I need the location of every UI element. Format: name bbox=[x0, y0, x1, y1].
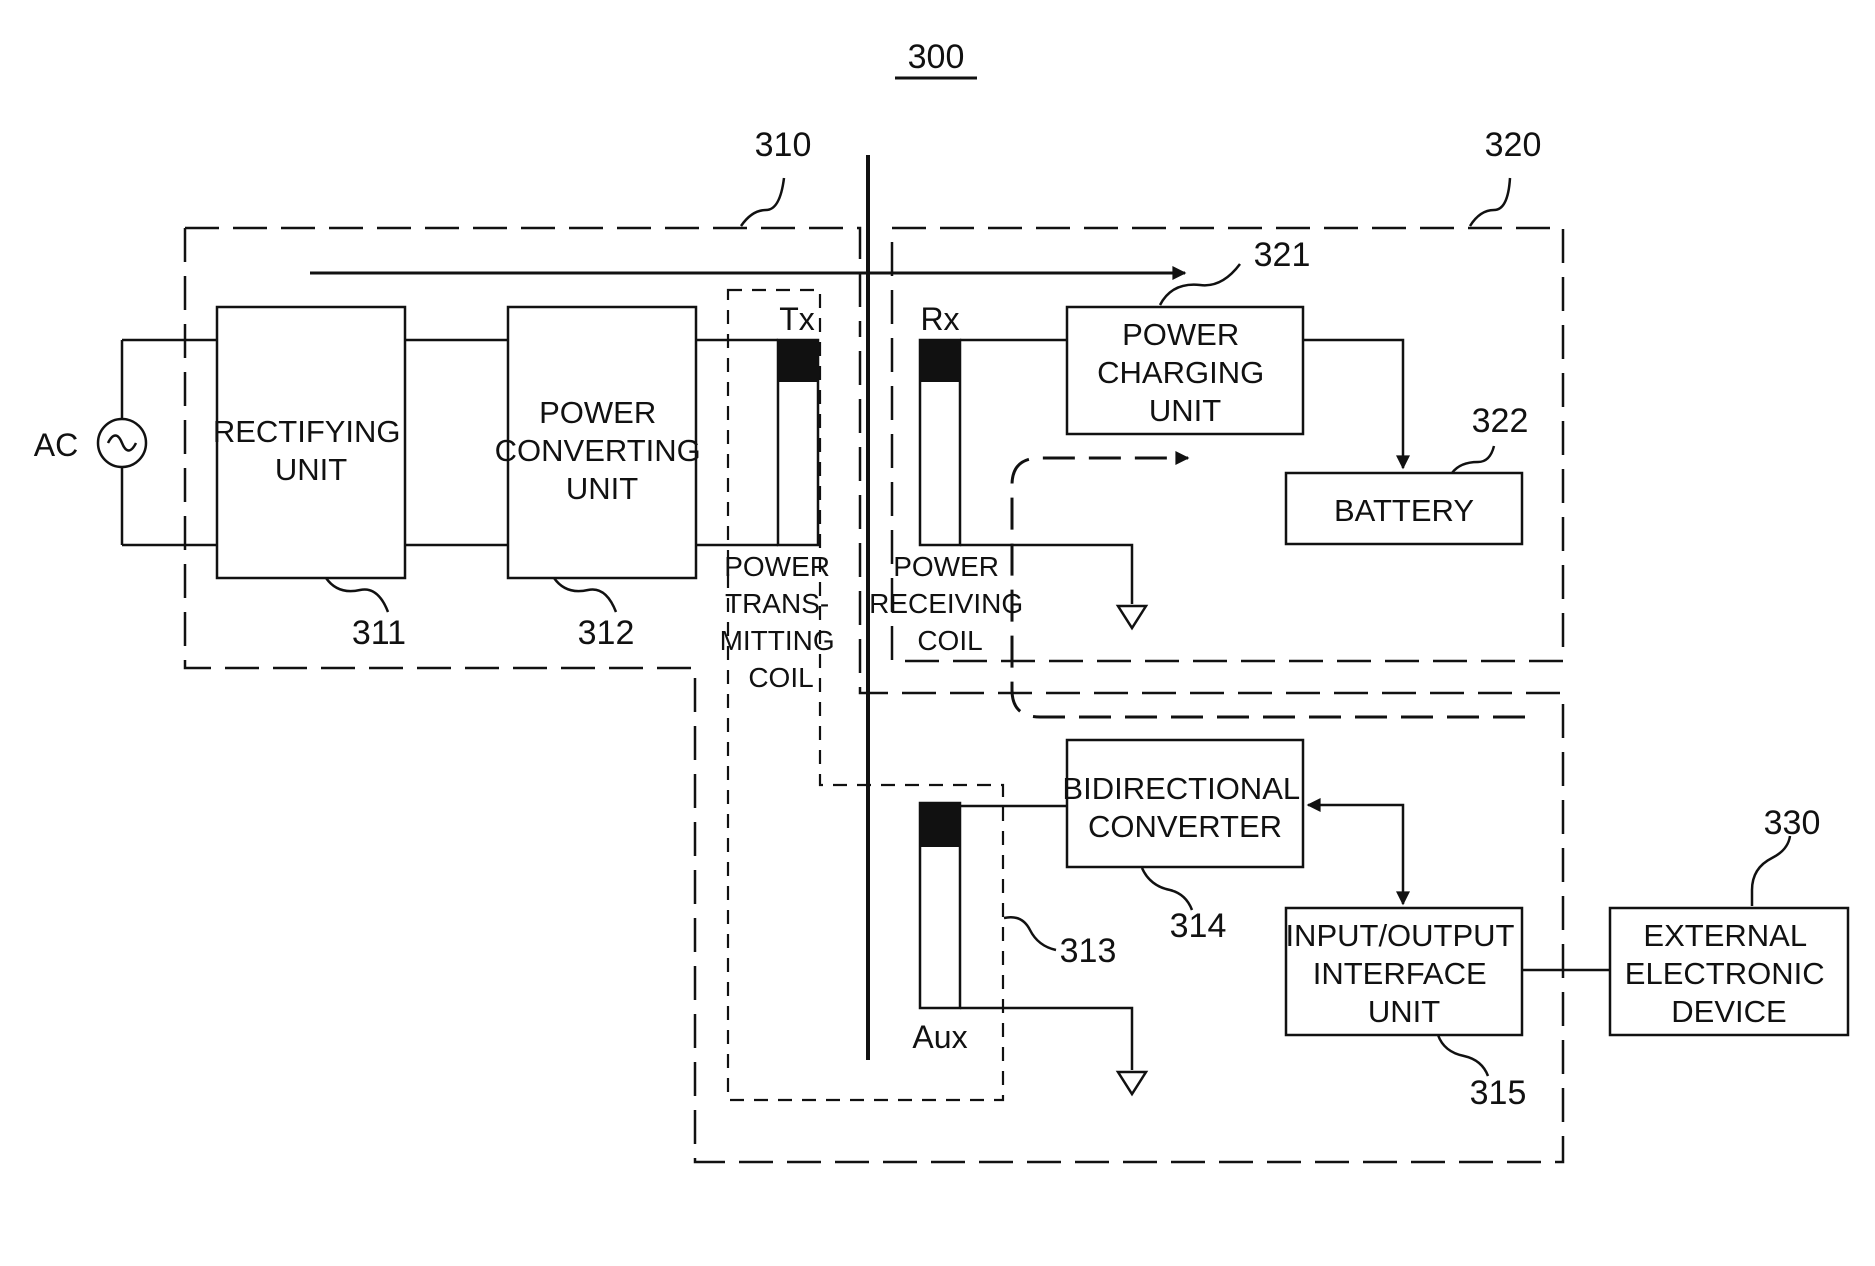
ref-313: 313 bbox=[1060, 932, 1117, 970]
ref-320: 320 bbox=[1485, 126, 1542, 164]
ref-322: 322 bbox=[1472, 402, 1529, 440]
bidirectional-converter-label: BIDIRECTIONAL CONVERTER bbox=[1062, 771, 1307, 844]
charge-path-arrow bbox=[1303, 340, 1403, 468]
sine-wave-icon bbox=[108, 436, 136, 451]
rx-tag: Rx bbox=[920, 301, 959, 337]
power-charging-unit-label: POWER CHARGING UNIT bbox=[1097, 317, 1273, 428]
tx-tag: Tx bbox=[779, 301, 815, 337]
power-receiving-coil-label: POWER RECEIVING COIL bbox=[869, 551, 1031, 656]
battery-label: BATTERY bbox=[1334, 493, 1474, 528]
transmitter-boundary-top bbox=[185, 228, 860, 330]
figure-number: 300 bbox=[908, 38, 965, 76]
ground-icon bbox=[1118, 606, 1146, 628]
rectifying-unit-label: RECTIFYING UNIT bbox=[213, 414, 409, 487]
ref-321: 321 bbox=[1254, 236, 1311, 274]
ground-icon bbox=[1118, 1072, 1146, 1094]
aux-coil-boundary bbox=[728, 290, 1003, 1100]
external-electronic-device-label: EXTERNAL ELECTRONIC DEVICE bbox=[1625, 918, 1833, 1029]
aux-tag: Aux bbox=[912, 1019, 967, 1055]
rx-coil-core bbox=[920, 340, 960, 382]
ref-330: 330 bbox=[1764, 804, 1821, 842]
ref-315: 315 bbox=[1470, 1074, 1527, 1112]
ac-label: AC bbox=[34, 427, 78, 463]
tx-coil-core bbox=[778, 340, 818, 382]
transmitter-boundary bbox=[185, 228, 1563, 1162]
aux-coil-core bbox=[920, 803, 960, 847]
ref-310: 310 bbox=[755, 126, 812, 164]
io-interface-unit-label: INPUT/OUTPUT INTERFACE UNIT bbox=[1285, 918, 1522, 1029]
power-converting-unit-label: POWER CONVERTING UNIT bbox=[495, 395, 710, 506]
ref-312: 312 bbox=[578, 614, 635, 652]
bidirectional-link-arrow bbox=[1308, 805, 1403, 904]
ref-314: 314 bbox=[1170, 907, 1227, 945]
ref-311: 311 bbox=[352, 614, 406, 652]
power-transmitting-coil-label: POWER TRANS- MITTING COIL bbox=[720, 551, 843, 693]
